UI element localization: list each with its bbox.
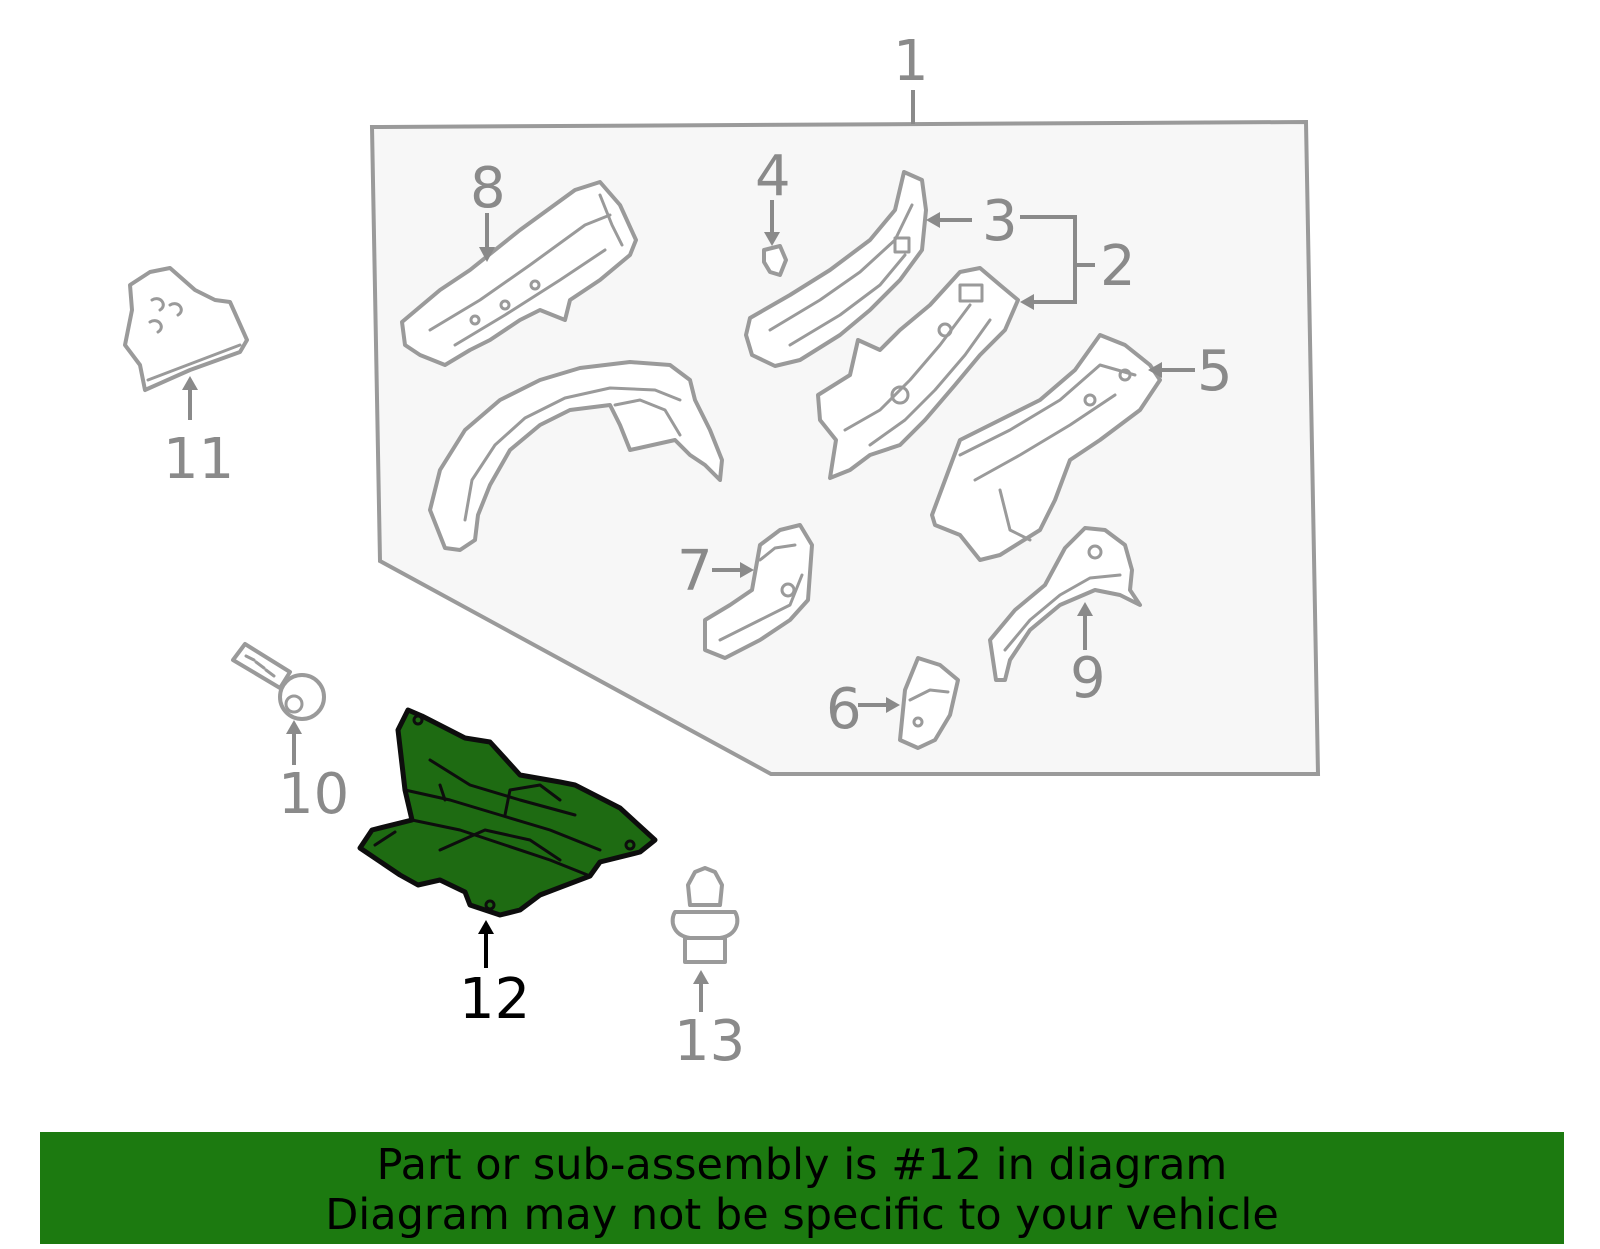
- part-6-bracket[interactable]: [898, 656, 960, 750]
- callout-9: 9: [1070, 646, 1106, 711]
- callout-6: 6: [826, 677, 862, 742]
- callout-4: 4: [755, 144, 791, 209]
- footer-line-1: Part or sub-assembly is #12 in diagram: [376, 1140, 1228, 1190]
- part-5-member[interactable]: [930, 333, 1162, 562]
- footer-banner: Part or sub-assembly is #12 in diagram D…: [40, 1132, 1564, 1244]
- callout-7: 7: [677, 539, 713, 604]
- arrowhead-8: [479, 247, 495, 262]
- callout-5: 5: [1197, 339, 1233, 404]
- part-8-rail[interactable]: [400, 180, 638, 367]
- arrowhead-6: [886, 697, 900, 713]
- arrowhead-10: [286, 720, 302, 734]
- callout-10: 10: [278, 762, 349, 827]
- arrowhead-11: [182, 376, 198, 390]
- part-3-reinforcement[interactable]: [744, 170, 928, 368]
- callout-8: 8: [470, 156, 506, 221]
- arrowhead-3: [926, 212, 940, 228]
- arrowhead-7: [740, 562, 754, 578]
- part-7-bracket[interactable]: [703, 523, 814, 660]
- callout-13: 13: [674, 1009, 745, 1074]
- callout-12: 12: [459, 967, 530, 1032]
- part-11-bracket[interactable]: [123, 266, 249, 392]
- part-4-clip[interactable]: [762, 244, 788, 277]
- bracket-2: [1020, 215, 1077, 304]
- part-12-shield[interactable]: [357, 707, 658, 918]
- arrowhead-4: [764, 232, 780, 246]
- part-10-bolt[interactable]: [231, 642, 326, 721]
- arrowhead-2: [1020, 294, 1034, 310]
- footer-line-2: Diagram may not be specific to your vehi…: [325, 1190, 1279, 1240]
- arrowhead-9: [1077, 602, 1093, 616]
- part-13-clip[interactable]: [670, 866, 740, 964]
- arrowhead-13: [693, 970, 709, 984]
- callout-3: 3: [982, 189, 1018, 254]
- callout-2: 2: [1100, 234, 1136, 299]
- callout-11: 11: [163, 427, 234, 492]
- part-wheelhouse[interactable]: [428, 360, 724, 552]
- arrowhead-5: [1148, 362, 1162, 378]
- part-2-bracket[interactable]: [816, 266, 1020, 480]
- callout-1: 1: [893, 29, 929, 94]
- part-9-extension[interactable]: [988, 526, 1142, 682]
- arrowhead-12: [478, 920, 494, 934]
